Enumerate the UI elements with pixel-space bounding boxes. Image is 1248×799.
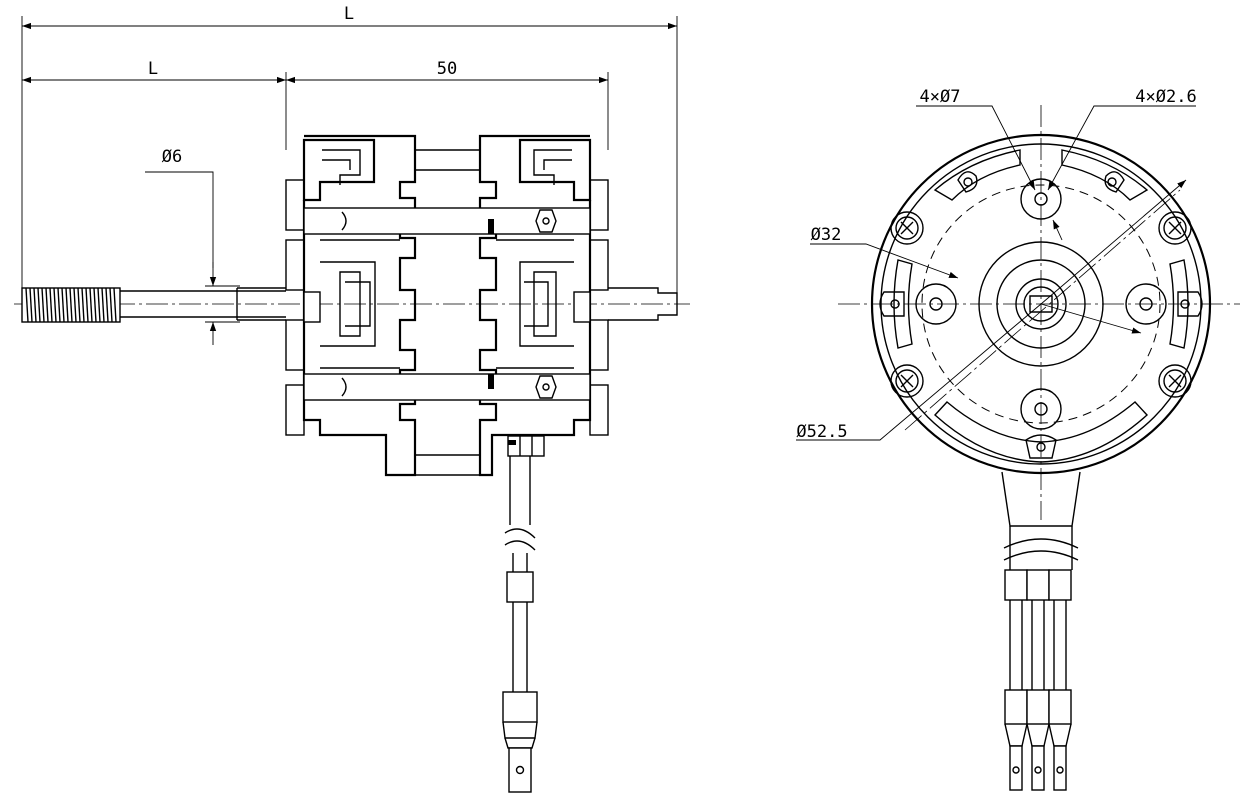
dim-small-holes-label: 4×Ø2.6 (1135, 87, 1196, 107)
dimension-lines (21, 16, 678, 345)
thread-line (33, 287, 37, 323)
thread-line (41, 287, 45, 323)
screw-heads (890, 211, 1192, 398)
thread-line (57, 287, 61, 323)
threaded-shaft-end (21, 287, 121, 323)
thread-line (69, 287, 73, 323)
small-holes (879, 171, 1203, 459)
thread-line (101, 287, 105, 323)
motor-body (285, 134, 609, 477)
thread-line (113, 287, 117, 323)
dim-shaft-length-label: L (148, 59, 158, 79)
lead-wire (502, 435, 545, 793)
thread-line (97, 287, 101, 323)
shaft (120, 287, 678, 321)
thread-line (49, 287, 53, 323)
thread-line (61, 287, 65, 323)
thread-line (109, 287, 113, 323)
thread-line (25, 287, 29, 323)
dim-bolt-circle-label: Ø52.5 (796, 422, 847, 442)
thread-line (45, 287, 49, 323)
thread-line (77, 287, 81, 323)
thread-line (89, 287, 93, 323)
large-holes (915, 178, 1167, 430)
thread-line (65, 287, 69, 323)
side-view: L L 50 Ø6 (14, 4, 690, 793)
thread-line (93, 287, 97, 323)
cable-bundle (1001, 471, 1081, 791)
thread-line (81, 287, 85, 323)
thread-line (37, 287, 41, 323)
front-dimension-lines (796, 105, 1196, 441)
front-view: 4×Ø7 4×Ø2.6 Ø32 Ø52.5 (796, 87, 1240, 791)
thread-line (105, 287, 109, 323)
housing (870, 133, 1212, 475)
dim-overall-length-label: L (344, 4, 354, 24)
dim-large-holes-label: 4×Ø7 (920, 87, 961, 107)
thread-line (29, 287, 33, 323)
thread-line (85, 287, 89, 323)
dim-body-width-label: 50 (437, 59, 457, 79)
thread-line (73, 287, 77, 323)
thread-line (53, 287, 57, 323)
dim-inner-circle-label: Ø32 (811, 225, 842, 245)
dim-shaft-diameter-label: Ø6 (162, 147, 182, 167)
